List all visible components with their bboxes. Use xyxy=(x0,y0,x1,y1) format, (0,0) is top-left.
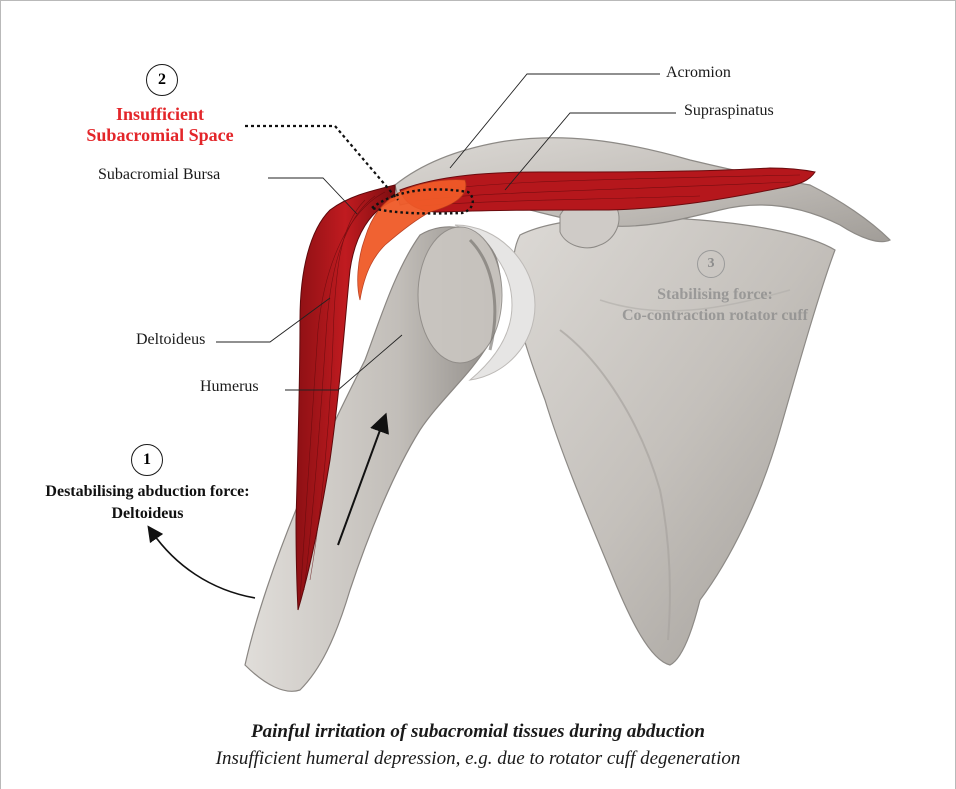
callout-3-line1: Stabilising force: xyxy=(590,284,840,305)
callout-2-line1: Insufficient xyxy=(60,104,260,125)
callout-3-line2: Co-contraction rotator cuff xyxy=(590,305,840,326)
caption-subtitle: Insufficient humeral depression, e.g. du… xyxy=(0,748,956,770)
callout-1-number: 1 xyxy=(131,444,163,476)
callout-2-line2: Subacromial Space xyxy=(60,125,260,146)
destabilising-curve-arrow xyxy=(152,532,255,598)
callout-3-text: Stabilising force: Co-contraction rotato… xyxy=(590,284,840,326)
space-leader-dotted xyxy=(245,126,398,200)
callout-3-number: 3 xyxy=(697,250,725,278)
caption-title: Painful irritation of subacromial tissue… xyxy=(0,721,956,743)
callout-2-number: 2 xyxy=(146,64,178,96)
supraspinatus-label: Supraspinatus xyxy=(684,102,774,120)
humeral-head xyxy=(418,227,502,363)
humerus-label: Humerus xyxy=(200,378,259,396)
callout-1-line1: Destabilising abduction force: xyxy=(0,481,295,503)
subacromial-bursa-label: Subacromial Bursa xyxy=(98,166,220,184)
callout-2-text: Insufficient Subacromial Space xyxy=(60,104,260,146)
callout-1-text: Destabilising abduction force: Deltoideu… xyxy=(0,481,295,525)
deltoideus-label: Deltoideus xyxy=(136,331,205,349)
acromion-label: Acromion xyxy=(666,64,731,82)
callout-1-line2: Deltoideus xyxy=(0,503,295,525)
